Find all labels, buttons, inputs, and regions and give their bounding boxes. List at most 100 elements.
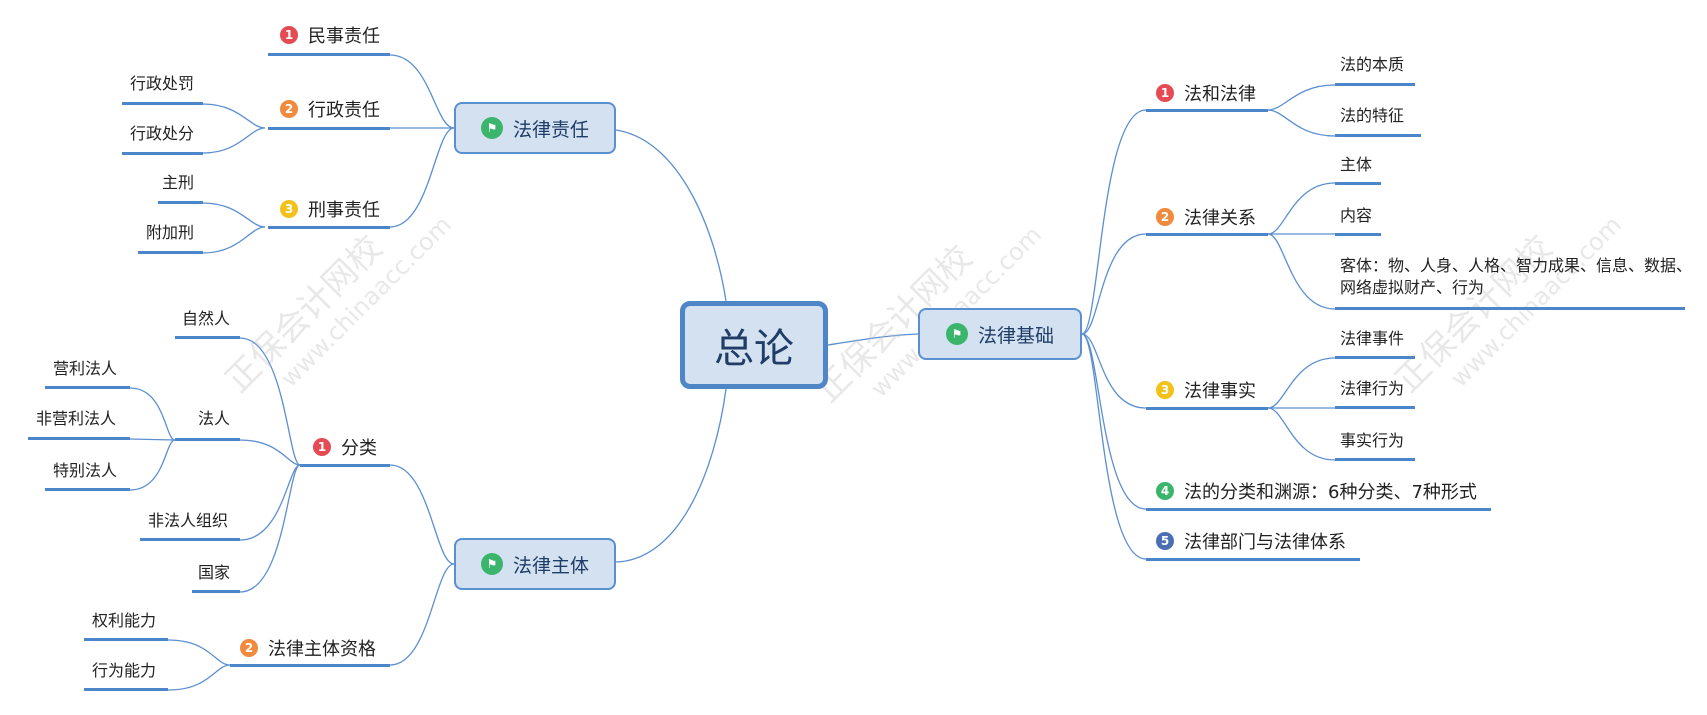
underline bbox=[268, 53, 390, 56]
subtopic-relation[interactable]: 2 法律关系 bbox=[1156, 204, 1256, 230]
leaf-legal-act[interactable]: 法律行为 bbox=[1340, 379, 1405, 398]
subtopic-label: 法的分类和渊源：6种分类、7种形式 bbox=[1184, 482, 1477, 503]
leaf-act-capacity[interactable]: 行为能力 bbox=[92, 661, 157, 680]
link-criminal-leaf2 bbox=[202, 226, 266, 254]
leaf-principal-penalty[interactable]: 主刑 bbox=[162, 173, 195, 192]
leaf-for-profit[interactable]: 营利法人 bbox=[53, 359, 118, 378]
underline bbox=[1146, 407, 1268, 410]
link-classify-state bbox=[239, 464, 301, 593]
subtopic-fact[interactable]: 3 法律事实 bbox=[1156, 377, 1256, 403]
leaf-non-legal-org[interactable]: 非法人组织 bbox=[148, 511, 229, 530]
subtopic-civil[interactable]: 1 民事责任 bbox=[280, 22, 380, 48]
main-topic-label: 法律主体 bbox=[512, 554, 589, 577]
underline bbox=[1146, 558, 1360, 561]
leaf-factual-act[interactable]: 事实行为 bbox=[1340, 431, 1405, 450]
main-topic-basis[interactable]: ⚑ 法律基础 bbox=[918, 308, 1082, 360]
subtopic-label: 法律部门与法律体系 bbox=[1184, 532, 1346, 553]
link-classify-legal bbox=[239, 439, 301, 466]
subtopic-department[interactable]: 5 法律部门与法律体系 bbox=[1156, 528, 1346, 554]
link-qualify-leaf1 bbox=[167, 639, 231, 666]
underline bbox=[28, 437, 130, 440]
underline bbox=[140, 538, 240, 541]
main-topic-subject[interactable]: ⚑ 法律主体 bbox=[454, 538, 616, 590]
underline bbox=[1335, 406, 1415, 409]
subtopic-law[interactable]: 1 法和法律 bbox=[1156, 80, 1256, 106]
link-criminal-leaf1 bbox=[202, 202, 266, 228]
underline bbox=[1335, 182, 1381, 185]
leaf-admin-sanction[interactable]: 行政处分 bbox=[130, 124, 195, 143]
subtopic-label: 法律主体资格 bbox=[268, 639, 376, 660]
link-relation-leaf3 bbox=[1267, 233, 1336, 310]
link-law-leaf2 bbox=[1267, 109, 1336, 137]
link-basis-fact bbox=[1081, 333, 1147, 409]
number-3-icon: 3 bbox=[280, 200, 298, 218]
link-legal-leaf1 bbox=[129, 387, 176, 441]
number-3-icon: 3 bbox=[1156, 381, 1174, 399]
leaf-feature[interactable]: 法的特征 bbox=[1340, 106, 1405, 125]
number-2-icon: 2 bbox=[280, 100, 298, 118]
subtopic-category[interactable]: 4 法的分类和渊源：6种分类、7种形式 bbox=[1156, 478, 1477, 504]
underline bbox=[45, 386, 130, 389]
underline bbox=[138, 251, 203, 254]
root-topic[interactable]: 总论 bbox=[680, 301, 828, 389]
leaf-admin-penalty[interactable]: 行政处罚 bbox=[130, 74, 195, 93]
underline bbox=[268, 127, 390, 130]
link-law-leaf1 bbox=[1267, 84, 1336, 111]
underline bbox=[268, 226, 390, 229]
root-label: 总论 bbox=[714, 326, 794, 372]
link-root-liability bbox=[615, 129, 727, 302]
underline bbox=[300, 464, 390, 467]
underline bbox=[45, 488, 130, 491]
link-fact-leaf3 bbox=[1267, 407, 1336, 461]
link-liability-criminal bbox=[389, 127, 455, 228]
link-qualify-leaf2 bbox=[167, 664, 231, 691]
leaf-legal-person[interactable]: 法人 bbox=[198, 409, 231, 428]
link-subject-classify bbox=[389, 464, 455, 565]
leaf-right-capacity[interactable]: 权利能力 bbox=[92, 611, 157, 630]
main-topic-label: 法律责任 bbox=[512, 118, 589, 141]
subtopic-label: 分类 bbox=[341, 438, 377, 459]
link-legal-leaf3 bbox=[129, 439, 176, 491]
link-root-subject bbox=[615, 388, 727, 563]
underline bbox=[192, 590, 240, 593]
link-legal-leaf2 bbox=[129, 438, 176, 441]
link-liability-civil bbox=[389, 54, 455, 129]
underline bbox=[1146, 109, 1268, 112]
main-topic-liability[interactable]: ⚑ 法律责任 bbox=[454, 102, 616, 154]
link-root-basis bbox=[827, 333, 919, 346]
link-basis-department bbox=[1081, 333, 1147, 560]
flag-icon: ⚑ bbox=[945, 323, 968, 345]
underline bbox=[158, 201, 203, 204]
leaf-subject[interactable]: 主体 bbox=[1340, 155, 1373, 174]
subtopic-classify[interactable]: 1 分类 bbox=[313, 434, 377, 460]
subtopic-label: 民事责任 bbox=[308, 26, 380, 47]
link-subject-qualify bbox=[389, 563, 455, 666]
number-5-icon: 5 bbox=[1156, 532, 1174, 550]
link-basis-relation bbox=[1081, 233, 1147, 335]
leaf-non-profit[interactable]: 非营利法人 bbox=[36, 409, 117, 428]
link-admin-leaf2 bbox=[202, 127, 266, 154]
subtopic-criminal[interactable]: 3 刑事责任 bbox=[280, 196, 380, 222]
leaf-state[interactable]: 国家 bbox=[198, 563, 231, 582]
subtopic-label: 行政责任 bbox=[308, 100, 380, 121]
subtopic-qualify[interactable]: 2 法律主体资格 bbox=[240, 635, 376, 661]
main-topic-label: 法律基础 bbox=[977, 324, 1054, 347]
leaf-supplementary-penalty[interactable]: 附加刑 bbox=[146, 223, 195, 242]
leaf-natural-person[interactable]: 自然人 bbox=[182, 309, 231, 328]
leaf-essence[interactable]: 法的本质 bbox=[1340, 55, 1405, 74]
leaf-legal-event[interactable]: 法律事件 bbox=[1340, 329, 1405, 348]
subtopic-admin[interactable]: 2 行政责任 bbox=[280, 96, 380, 122]
underline bbox=[175, 438, 240, 441]
link-fact-leaf1 bbox=[1267, 357, 1336, 409]
underline bbox=[1335, 134, 1421, 137]
leaf-special[interactable]: 特别法人 bbox=[53, 461, 118, 480]
leaf-object[interactable]: 客体：物、人身、人格、智力成果、信息、数据、网络虚拟财产、行为 bbox=[1340, 256, 1693, 297]
flag-icon: ⚑ bbox=[480, 117, 503, 139]
subtopic-label: 法律事实 bbox=[1184, 381, 1256, 402]
link-classify-natural bbox=[239, 337, 301, 466]
underline bbox=[230, 664, 390, 667]
underline bbox=[84, 638, 168, 641]
leaf-content[interactable]: 内容 bbox=[1340, 206, 1373, 225]
